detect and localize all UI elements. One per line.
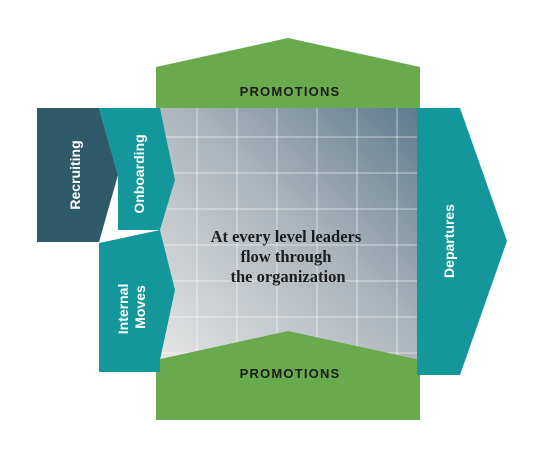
recruiting-shape bbox=[37, 108, 118, 242]
departures-shape bbox=[417, 108, 507, 375]
center-text-line1: At every level leaders bbox=[211, 227, 362, 246]
center-text-line2: flow through bbox=[240, 247, 331, 266]
promotions-bottom-label: PROMOTIONS bbox=[240, 366, 341, 381]
promotions-bottom-shape bbox=[156, 331, 420, 420]
onboarding-shape bbox=[99, 108, 175, 230]
promotions-top-shape bbox=[156, 38, 420, 108]
internal-moves-label: Internal Moves bbox=[115, 280, 148, 334]
onboarding-label: Onboarding bbox=[131, 134, 147, 213]
promotions-top-label: PROMOTIONS bbox=[240, 84, 341, 99]
center-text: At every level leaders flow through the … bbox=[211, 227, 366, 286]
departures-label: Departures bbox=[441, 204, 457, 278]
internal-moves-line1: Internal bbox=[115, 284, 131, 335]
internal-moves-line2: Moves bbox=[132, 285, 148, 329]
internal-moves-shape bbox=[99, 230, 175, 372]
center-gradient-panel bbox=[160, 108, 420, 360]
recruiting-label: Recruiting bbox=[67, 140, 83, 209]
center-text-line3: the organization bbox=[230, 267, 345, 286]
